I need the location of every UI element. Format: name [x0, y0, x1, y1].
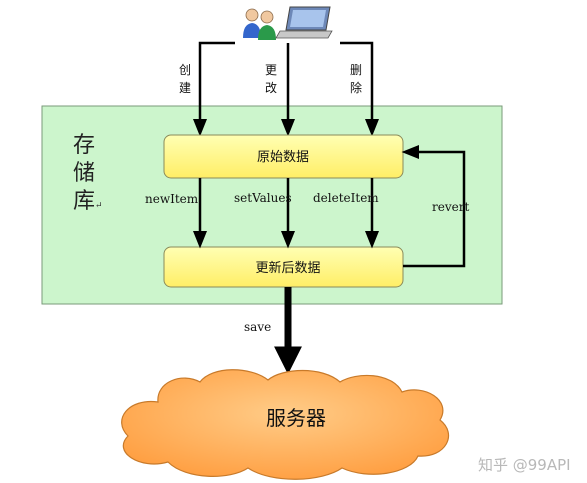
repository-label: 存 储 库 ↵	[73, 133, 103, 214]
delete-line	[340, 41, 379, 137]
create-char-1: 创	[179, 63, 191, 77]
original-data-label: 原始数据	[257, 150, 309, 165]
user-action-lines	[193, 41, 379, 137]
create-line	[193, 41, 235, 137]
repository-char-3: 库	[73, 189, 95, 214]
updated-data-label: 更新后数据	[255, 260, 320, 276]
server-cloud: 服务器	[121, 369, 450, 480]
revert-arrow	[401, 145, 466, 268]
repository-char-1: 存	[73, 133, 95, 158]
users-computer-icon	[243, 6, 333, 40]
user-action-labels: 创 建 更 改 删 除	[179, 63, 362, 95]
create-char-2: 建	[179, 81, 191, 95]
revert-label: revert	[432, 200, 469, 214]
save-label: save	[244, 320, 271, 334]
set-values-label: setValues	[234, 191, 292, 205]
delete-item-label: deleteItem	[313, 191, 379, 205]
delete-char-2: 除	[350, 80, 362, 95]
delete-char-1: 删	[350, 63, 362, 77]
transform-arrows	[193, 145, 466, 268]
watermark: 知乎 @99API	[478, 456, 571, 474]
modify-char-2: 改	[265, 81, 277, 95]
svg-text:↵: ↵	[95, 201, 103, 211]
new-item-label: newItem	[145, 192, 199, 206]
updated-data-box: 更新后数据	[163, 246, 404, 288]
modify-char-1: 更	[265, 63, 277, 77]
repository-char-2: 储	[73, 161, 95, 186]
original-data-box: 原始数据	[163, 134, 404, 179]
server-label: 服务器	[266, 406, 326, 430]
